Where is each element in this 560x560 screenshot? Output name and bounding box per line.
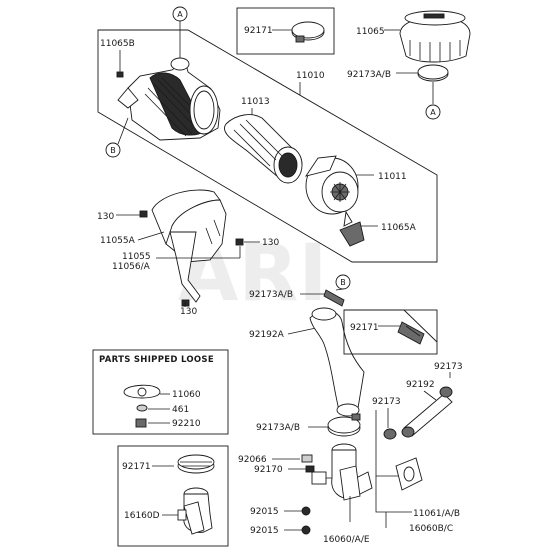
bolt-130-c: [181, 299, 190, 307]
nut-92015-a: [301, 506, 311, 516]
washer-461: [136, 404, 148, 412]
cleaner-cover-11011: [304, 155, 359, 215]
ref-circle-a-right: A: [425, 104, 441, 120]
hose-clamp-92173AB-mid: [323, 289, 345, 307]
label-11010: 11010: [296, 71, 325, 81]
precleaner-cap-11065: [399, 10, 471, 63]
label-11065A: 11065A: [381, 223, 417, 233]
elbow-16160D: [177, 487, 213, 535]
air-cleaner-housing: [117, 57, 221, 141]
hose-clamp-92173AB-low: [327, 413, 361, 437]
bolt-130-b: [235, 238, 244, 246]
hose-clamp-92171-low: [177, 454, 215, 474]
label-92015-b: 92015: [250, 526, 279, 536]
svg-text:B: B: [110, 146, 116, 155]
box-parts-shipped-loose: [92, 349, 229, 435]
label-11060: 11060: [172, 390, 201, 400]
label-11056A: 11056/A: [112, 262, 151, 272]
gasket-11060: [123, 384, 161, 399]
label-11065: 11065: [356, 27, 385, 37]
label-92173-mid: 92173: [372, 397, 401, 407]
svg-text:A: A: [177, 10, 183, 19]
label-92066: 92066: [238, 455, 267, 465]
bolt-130-a: [139, 210, 148, 218]
nut-92210: [135, 418, 147, 428]
label-92170: 92170: [254, 465, 283, 475]
label-11061AB: 11061/A/B: [413, 509, 460, 519]
label-16060AE: 16060/A/E: [323, 535, 370, 545]
label-92173AB-top: 92173A/B: [347, 70, 391, 80]
parts-shipped-loose-title: PARTS SHIPPED LOOSE: [99, 355, 214, 365]
label-11013: 11013: [241, 97, 270, 107]
intake-elbow-16060: [311, 443, 373, 501]
label-130-b: 130: [262, 238, 279, 248]
ref-circle-b-mid: B: [335, 274, 351, 291]
label-130-a: 130: [97, 212, 114, 222]
label-92171-low: 92171: [122, 462, 151, 472]
label-11055A: 11055A: [100, 236, 136, 246]
ref-circle-b-left: B: [105, 117, 129, 158]
box-92171-top: [236, 7, 335, 55]
ref-circle-a-top: A: [172, 6, 188, 58]
mounting-bracket-11055: [151, 189, 227, 303]
air-cleaner-assembly-frame: [97, 29, 438, 263]
filter-element-11013: [224, 114, 303, 184]
label-11011: 11011: [378, 172, 407, 182]
hose-clamp-92171-top: [291, 21, 325, 43]
evacuator-valve-11065A: [339, 210, 365, 247]
bolt-11065B: [116, 71, 124, 78]
label-130-c: 130: [180, 307, 197, 317]
label-461: 461: [172, 405, 189, 415]
label-16160D: 16160D: [124, 511, 160, 521]
svg-text:A: A: [430, 108, 436, 117]
svg-text:B: B: [340, 278, 346, 287]
label-92171-mid: 92171: [350, 323, 379, 333]
label-11065B: 11065B: [100, 39, 135, 49]
label-11055: 11055: [122, 252, 151, 262]
label-92171-top: 92171: [244, 26, 273, 36]
label-92173-right: 92173: [434, 362, 463, 372]
gasket-11061: [395, 457, 423, 491]
clamp-92170: [305, 465, 315, 473]
nut-92015-b: [301, 525, 311, 535]
label-92173AB-low: 92173A/B: [256, 423, 300, 433]
hose-clamp-92173AB-top: [417, 64, 449, 82]
label-16060BC: 16060B/C: [409, 524, 453, 534]
leader-11061: [375, 410, 398, 477]
box-92171-mid: [343, 309, 438, 355]
plug-92066: [301, 454, 313, 463]
label-92192: 92192: [406, 380, 435, 390]
breather-hose-92192: [401, 386, 453, 438]
box-16160D: [117, 445, 229, 547]
label-92192A: 92192A: [249, 330, 285, 340]
intake-hose-92192A: [309, 307, 365, 417]
hose-clamp-92173-mid: [383, 428, 397, 440]
clamp-92171-mid: [397, 321, 425, 345]
label-92210: 92210: [172, 419, 201, 429]
label-92015-a: 92015: [250, 507, 279, 517]
label-92173AB-mid: 92173A/B: [249, 290, 293, 300]
